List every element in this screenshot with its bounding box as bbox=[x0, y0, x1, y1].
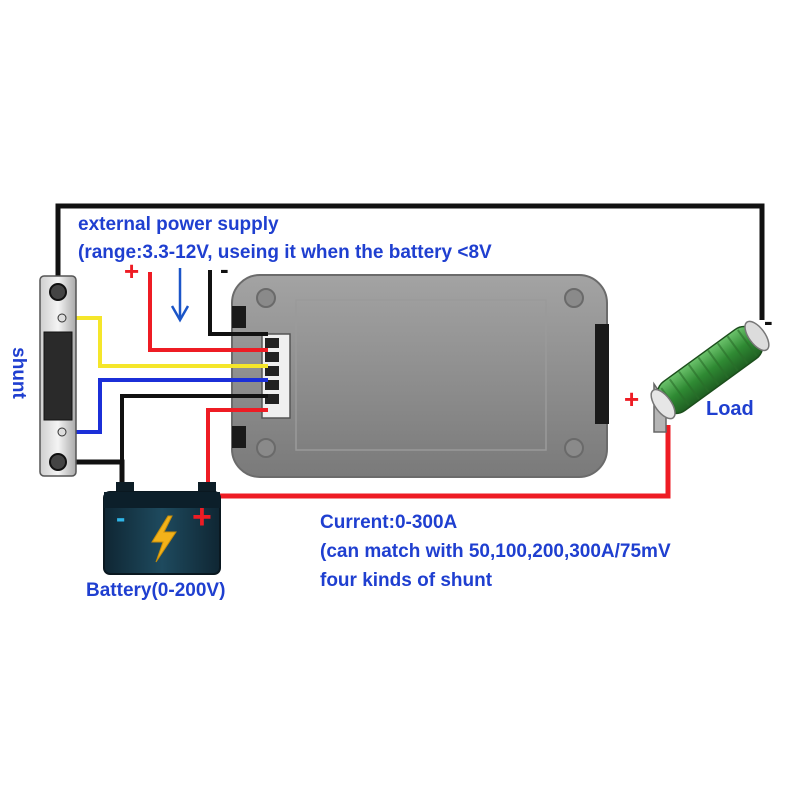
external-supply-plus-sign: + bbox=[124, 256, 140, 286]
external-supply-range: (range:3.3-12V, useing it when the batte… bbox=[78, 242, 492, 263]
wire-battery-negative bbox=[120, 394, 268, 488]
load-minus-sign: - bbox=[764, 306, 773, 336]
wire-external-supply-negative bbox=[208, 270, 268, 336]
wire-shunt-yellow bbox=[64, 316, 268, 368]
battery-label: Battery(0-200V) bbox=[86, 580, 226, 601]
battery-minus-sign: - bbox=[116, 502, 126, 533]
load-label: Load bbox=[706, 398, 754, 420]
wire-shunt-to-load-negative bbox=[55, 203, 765, 320]
battery-plus-sign: + bbox=[192, 498, 212, 536]
external-supply-minus-sign: - bbox=[220, 254, 229, 284]
shunt-label: shunt bbox=[7, 347, 29, 399]
wire-battery-positive-load bbox=[206, 425, 671, 499]
wire-battery-positive-meter bbox=[206, 408, 268, 492]
resistor-icon bbox=[650, 320, 770, 433]
battery-icon bbox=[103, 482, 221, 575]
arrow-down-icon bbox=[170, 268, 190, 323]
shunt-icon bbox=[39, 275, 77, 477]
meter-module-icon bbox=[231, 274, 609, 478]
wire-external-supply-positive bbox=[148, 272, 268, 352]
current-range-line3: four kinds of shunt bbox=[320, 570, 493, 591]
current-range-line2: (can match with 50,100,200,300A/75mV bbox=[320, 541, 671, 562]
wire-shunt-to-battery-negative bbox=[58, 459, 125, 488]
current-range-line1: Current:0-300A bbox=[320, 512, 458, 533]
lightning-bolt-icon bbox=[151, 515, 177, 563]
load-plus-sign: + bbox=[624, 384, 640, 414]
wire-shunt-blue bbox=[64, 378, 268, 434]
external-supply-title: external power supply bbox=[78, 214, 279, 235]
